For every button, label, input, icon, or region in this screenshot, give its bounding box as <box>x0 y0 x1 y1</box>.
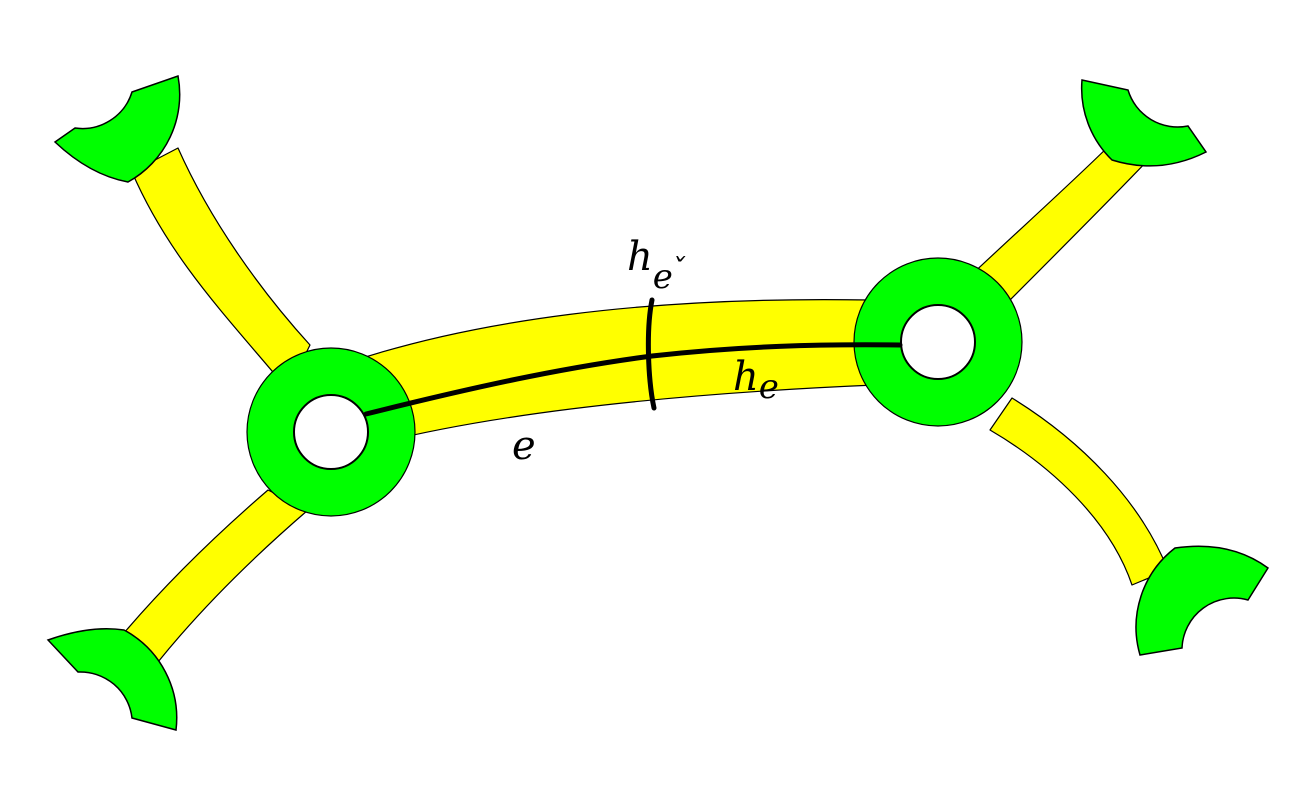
corner-arc-top-right <box>1080 79 1208 167</box>
corner-arc-bottom-right <box>1135 545 1270 656</box>
corner-arc-top-left <box>53 75 181 183</box>
band-upper-left <box>131 147 311 391</box>
vertex-hole-left <box>293 394 369 470</box>
label-half-edge-base: h <box>733 354 759 400</box>
corner-arc-bottom-left <box>46 628 178 731</box>
label-dual-subscript: e <box>653 257 673 297</box>
vertex-hole-right <box>900 304 976 380</box>
svg-text:he: he <box>733 354 779 407</box>
label-half-edge-subscript: e <box>759 367 779 407</box>
label-edge: e <box>512 423 536 469</box>
band-lower-right <box>989 397 1169 586</box>
band-lower-left <box>117 489 309 663</box>
label-dual-check: ˇ <box>670 253 686 288</box>
band-central-edge <box>349 299 876 449</box>
label-dual-base: h <box>627 234 653 280</box>
dual-transverse-curve <box>645 297 657 411</box>
edge-curve <box>363 342 903 417</box>
svg-text:he: he <box>627 234 673 297</box>
